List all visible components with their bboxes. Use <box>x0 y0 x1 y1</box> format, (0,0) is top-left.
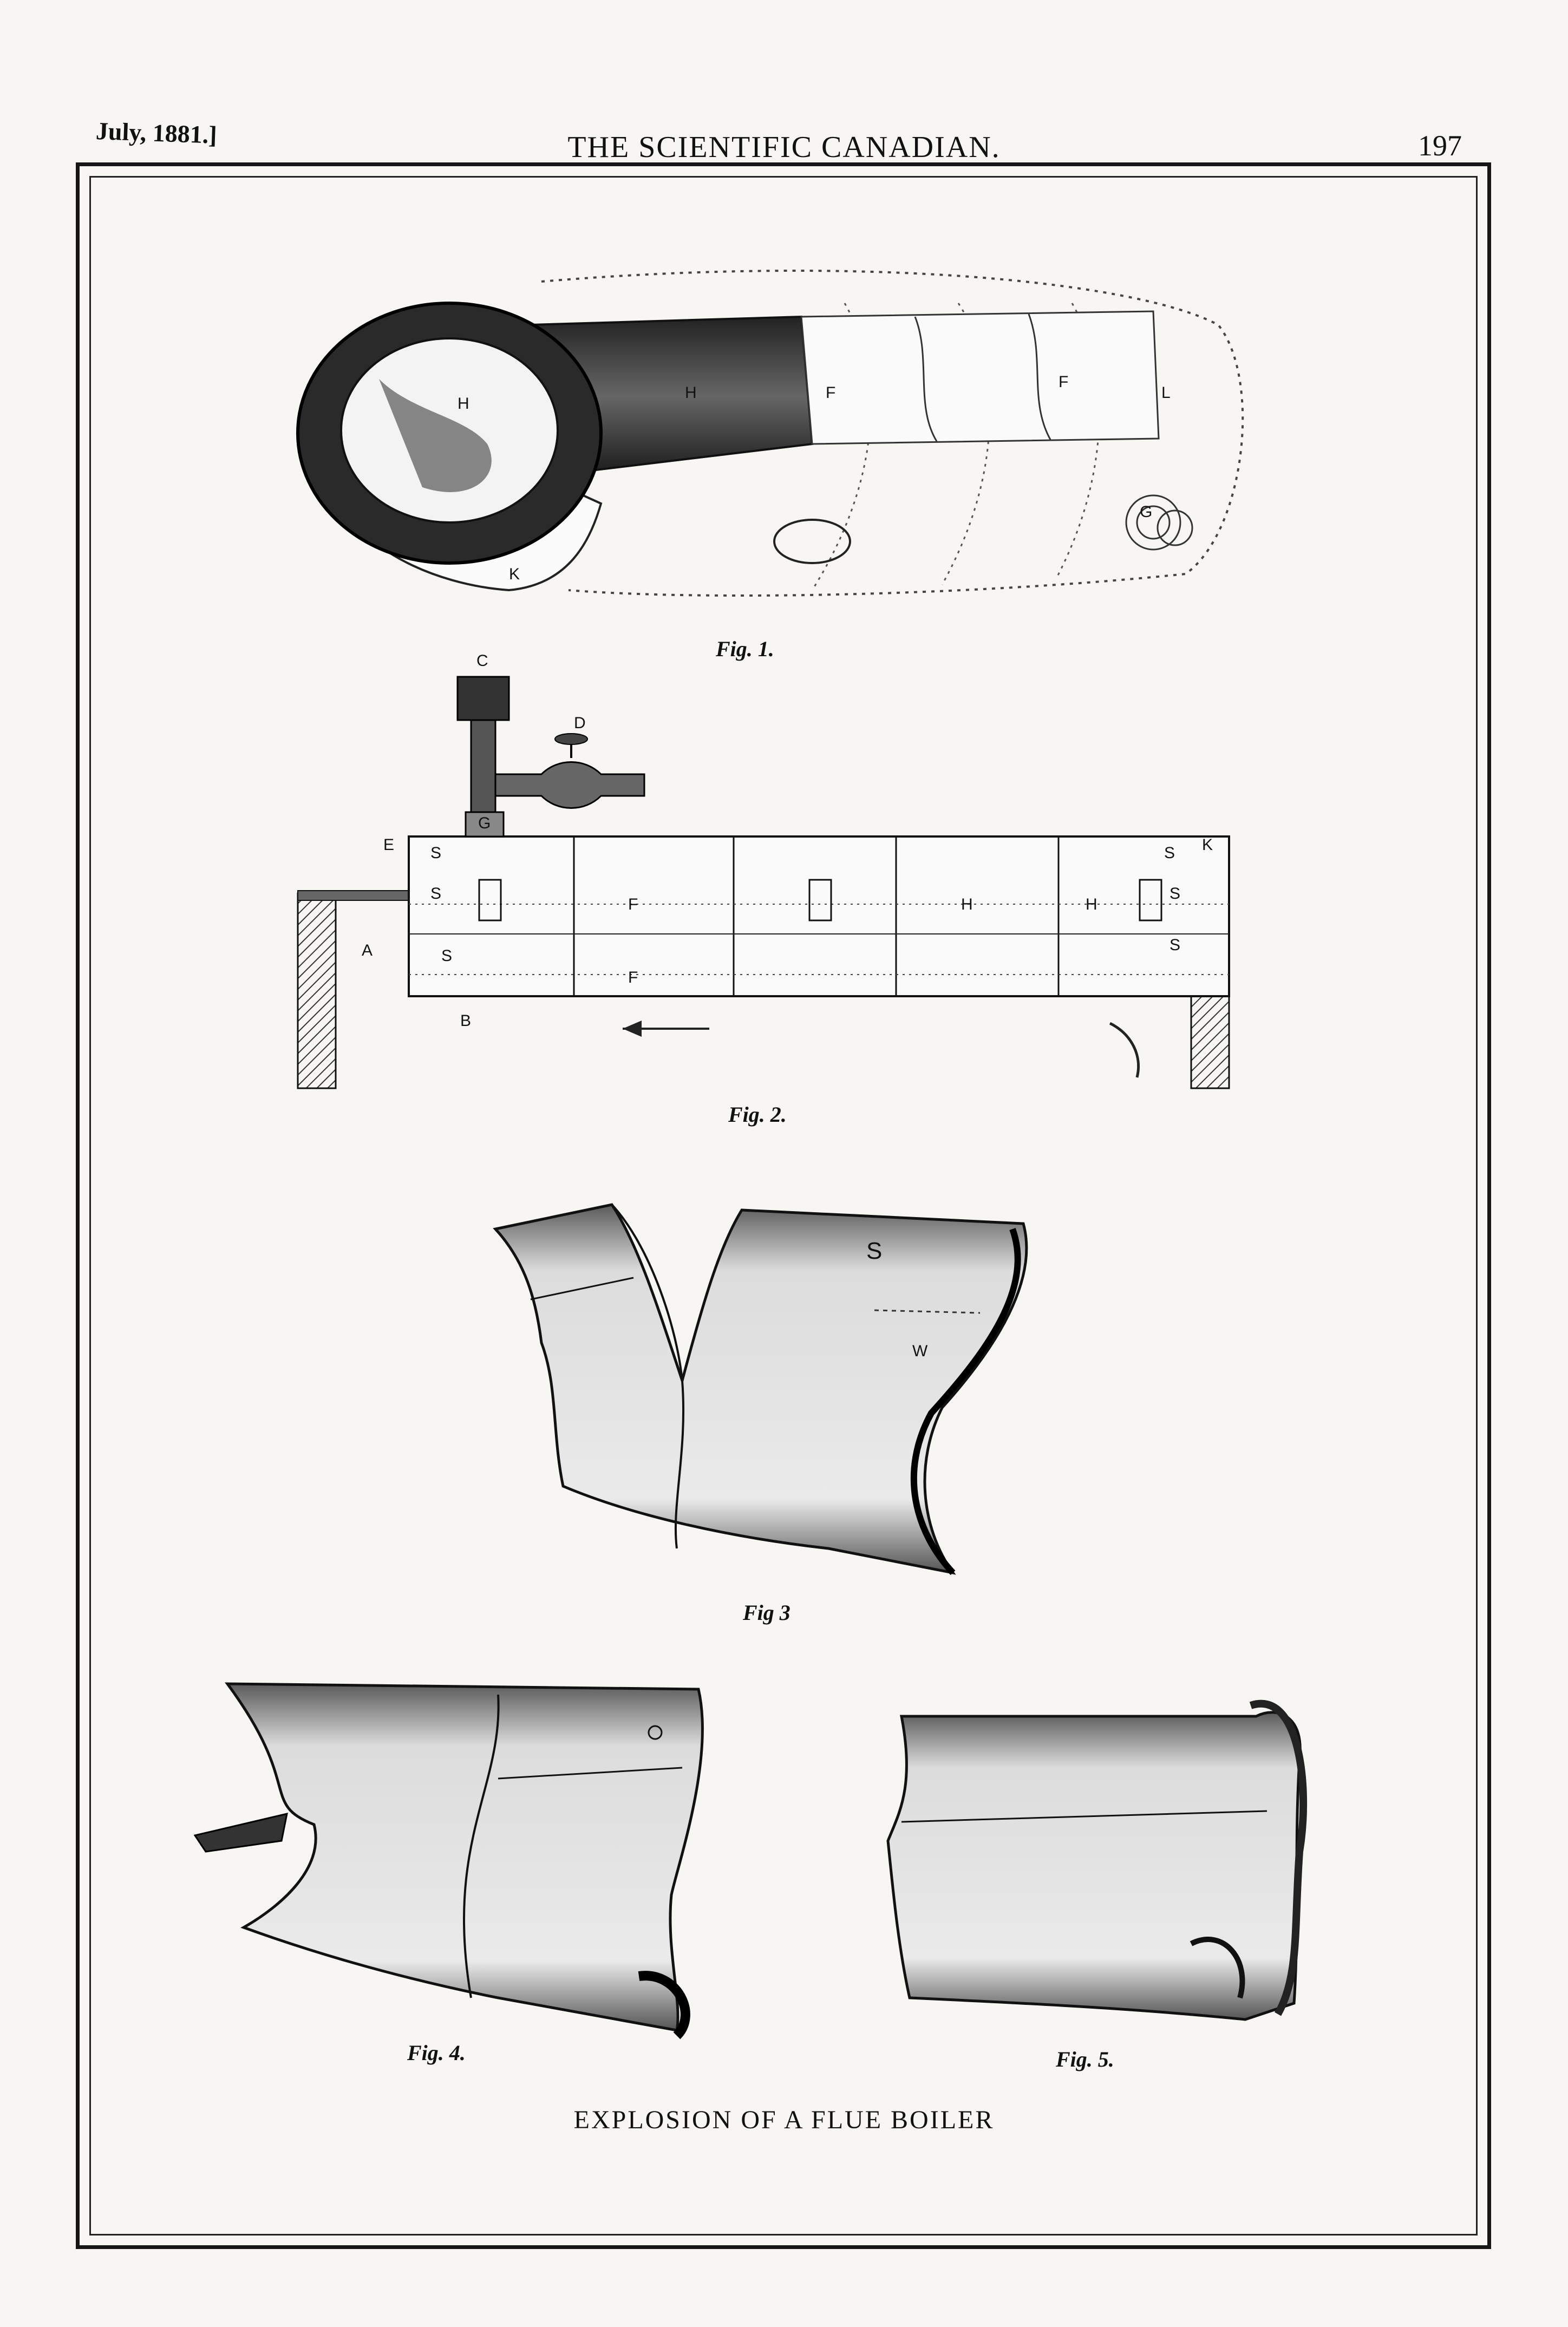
fig2-label-f2: F <box>628 969 638 986</box>
fig2-label-c: C <box>476 652 488 670</box>
fig2-label-e: E <box>383 836 394 854</box>
header-title: THE SCIENTIFIC CANADIAN. <box>567 130 1001 164</box>
fig2-label-b: B <box>460 1012 471 1030</box>
fig3-torn-plate: S W <box>493 1203 1028 1576</box>
fig2-label-s5: S <box>1170 885 1180 903</box>
plate-main-caption: EXPLOSION OF A FLUE BOILER <box>573 2106 995 2134</box>
plate-frame-inner <box>89 176 1478 2236</box>
fig3-label-w: W <box>912 1342 928 1360</box>
fig2-label-k: K <box>1202 836 1213 854</box>
fig5-torn-flue-section <box>886 1700 1308 2021</box>
fig5-caption: Fig. 5. <box>1056 2047 1114 2071</box>
fig2-label-s2: S <box>430 885 441 903</box>
fig2-label-a: A <box>362 942 373 959</box>
fig2-label-g: G <box>478 814 491 832</box>
fig3-label-s: S <box>866 1238 882 1264</box>
fig3-caption: Fig 3 <box>743 1600 790 1625</box>
fig2-caption: Fig. 2. <box>728 1102 787 1127</box>
fig2-boiler-section: C D E G A B K S S S S S S F F H H <box>297 652 1230 1089</box>
fig2-label-h1: H <box>961 895 973 913</box>
fig2-label-s6: S <box>1170 936 1180 954</box>
fig1-label-f-left: F <box>826 384 835 402</box>
fig1-label-g: G <box>1140 503 1152 521</box>
fig1-label-h-inner: H <box>458 395 469 413</box>
fig4-torn-flue-section <box>193 1682 704 2040</box>
fig1-label-h-flue: H <box>685 384 697 402</box>
fig2-label-f1: F <box>628 895 638 913</box>
fig1-label-f-right: F <box>1059 373 1068 391</box>
fig1-boiler-drawing: H H F F L G K <box>296 269 1244 597</box>
fig1-label-l: L <box>1161 384 1171 402</box>
fig1-caption: Fig. 1. <box>716 637 774 661</box>
fig4-caption: Fig. 4. <box>407 2041 466 2065</box>
fig1-label-k: K <box>509 565 520 583</box>
fig2-label-s1: S <box>430 844 441 862</box>
page-number: 197 <box>1418 129 1462 162</box>
fig2-label-h2: H <box>1086 895 1097 913</box>
fig2-label-d: D <box>574 714 586 732</box>
fig2-label-s3: S <box>441 947 452 965</box>
plate-frame <box>76 162 1491 2249</box>
fig2-label-s4: S <box>1164 844 1175 862</box>
